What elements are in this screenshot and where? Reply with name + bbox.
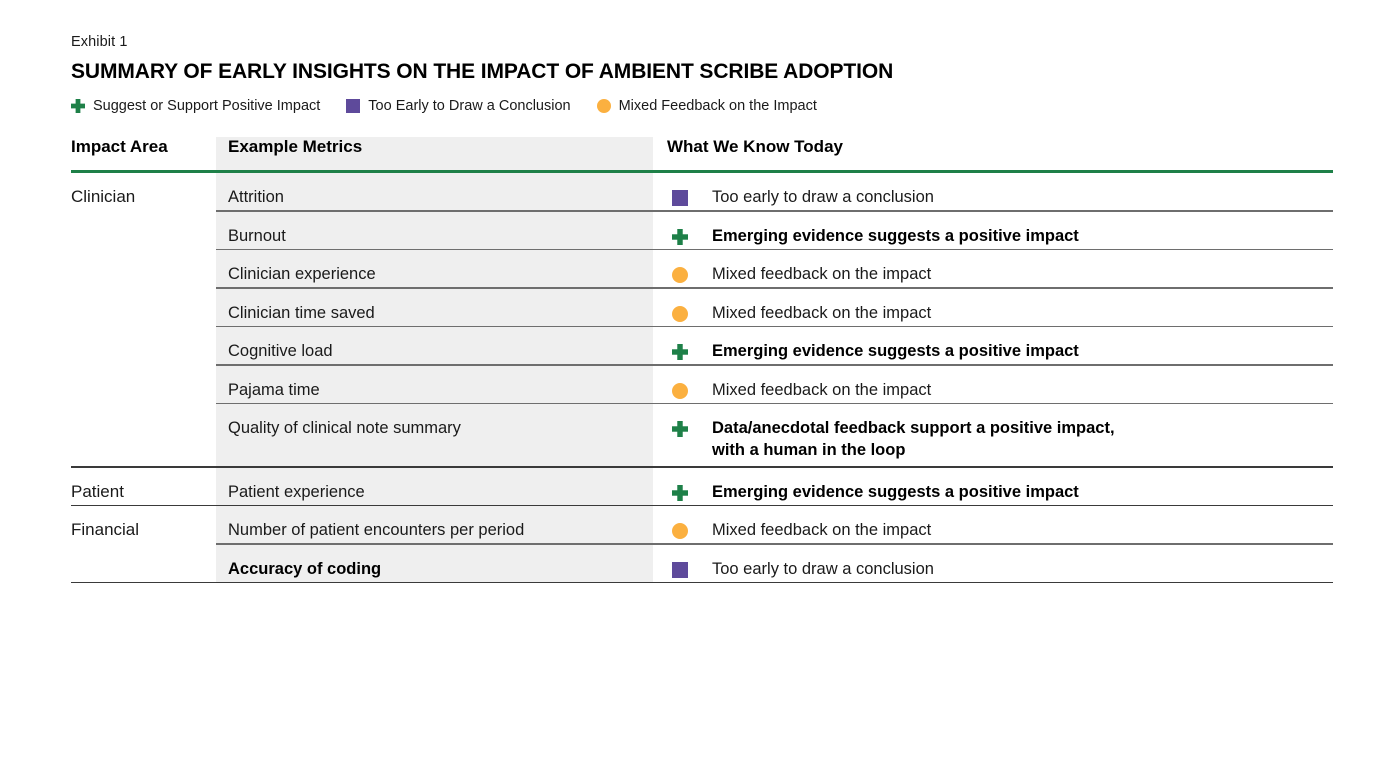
circle-icon (672, 520, 688, 540)
status-text: Emerging evidence suggests a positive im… (712, 482, 1079, 501)
status-text: Mixed feedback on the impact (712, 521, 932, 540)
status-text: Emerging evidence suggests a positive im… (712, 226, 1079, 245)
what-we-know-cell: Mixed feedback on the impact (653, 366, 1333, 402)
example-metric-cell: Pajama time (228, 380, 320, 399)
plus-icon (71, 98, 85, 113)
what-we-know-cell: Mixed feedback on the impact (653, 506, 1333, 542)
plus-icon (672, 341, 688, 361)
legend-item: Too Early to Draw a Conclusion (346, 97, 571, 114)
what-we-know-cell: Emerging evidence suggests a positive im… (653, 468, 1333, 504)
circle-icon (672, 380, 688, 399)
impact-area-cell (71, 366, 216, 380)
row-divider (216, 210, 1333, 212)
plus-icon (672, 226, 688, 245)
impact-area-cell (71, 212, 216, 226)
table-row: Clinician Attrition Too early to draw a co… (71, 173, 1333, 210)
what-we-know-cell: Emerging evidence suggests a positive im… (653, 327, 1333, 363)
table-bottom-border (71, 581, 1333, 584)
section-divider (71, 504, 1333, 507)
insights-table: Impact Area Example Metrics What We Know… (71, 137, 1333, 584)
what-we-know-cell: Too early to draw a conclusion (653, 173, 1333, 209)
example-metric-cell: Cognitive load (228, 342, 333, 361)
table-row: Patient Patient experience Emerging eviden… (71, 468, 1333, 505)
what-we-know-cell: Too early to draw a conclusion (653, 545, 1333, 581)
row-divider (216, 287, 1333, 289)
header-rule (71, 170, 1333, 174)
legend-item-label: Suggest or Support Positive Impact (93, 97, 321, 114)
what-we-know-cell: Mixed feedback on the impact (653, 289, 1333, 325)
table-row: Accuracy of coding Too early to draw a co… (71, 545, 1333, 582)
example-metric-cell: Clinician experience (228, 265, 376, 284)
status-text: Emerging evidence suggests a positive im… (712, 342, 1079, 361)
row-divider (216, 543, 1333, 545)
page-title: SUMMARY OF EARLY INSIGHTS ON THE IMPACT … (71, 60, 894, 84)
square-icon (672, 187, 688, 207)
table-row: Pajama time Mixed feedback on the impact (71, 366, 1333, 403)
row-divider (216, 364, 1333, 366)
plus-icon (672, 418, 688, 438)
status-text: Mixed feedback on the impact (712, 380, 932, 399)
status-text: Too early to draw a conclusion (712, 188, 934, 207)
example-metric-cell: Number of patient encounters per period (228, 521, 525, 540)
status-text: Too early to draw a conclusion (712, 559, 934, 578)
table-header-row: Impact Area Example Metrics What We Know… (71, 137, 1333, 170)
legend-item: Suggest or Support Positive Impact (71, 99, 320, 114)
square-icon (346, 98, 361, 113)
what-we-know-cell: Data/anecdotal feedback support a positi… (653, 404, 1333, 462)
circle-icon (596, 98, 611, 113)
impact-area-cell (71, 250, 216, 264)
legend: Suggest or Support Positive Impact Too Ea… (71, 99, 1333, 114)
column-header-example-metrics: Example Metrics (228, 137, 363, 157)
impact-area-cell (71, 545, 216, 559)
what-we-know-cell: Emerging evidence suggests a positive im… (653, 212, 1333, 248)
table-row: Financial Number of patient encounters pe… (71, 506, 1333, 543)
table-row: Burnout Emerging evidence suggests a posi… (71, 212, 1333, 249)
legend-item-label: Too Early to Draw a Conclusion (368, 97, 571, 114)
example-metric-cell: Quality of clinical note summary (228, 419, 461, 438)
circle-icon (672, 303, 688, 322)
example-metric-cell: Attrition (228, 188, 284, 207)
impact-area-cell: Clinician (71, 187, 136, 207)
table-row: Clinician time saved Mixed feedback on th… (71, 289, 1333, 326)
circle-icon (672, 264, 688, 284)
status-text: Mixed feedback on the impact (712, 303, 932, 322)
impact-area-cell (71, 404, 216, 418)
example-metric-cell: Patient experience (228, 482, 365, 501)
example-metric-cell: Burnout (228, 226, 286, 245)
table-row: Clinician experience Mixed feedback on th… (71, 250, 1333, 287)
impact-area-cell: Financial (71, 520, 140, 540)
impact-area-cell (71, 289, 216, 303)
row-divider (216, 248, 1333, 251)
impact-area-cell: Patient (71, 481, 124, 501)
row-divider (216, 402, 1333, 405)
column-header-what-we-know: What We Know Today (667, 137, 843, 157)
status-text: Mixed feedback on the impact (712, 265, 932, 284)
exhibit-label: Exhibit 1 (71, 34, 128, 50)
table-row: Quality of clinical note summary Data/ane… (71, 404, 1333, 466)
square-icon (672, 559, 688, 578)
status-text-line: with a human in the loop (712, 441, 906, 460)
table-row: Cognitive load Emerging evidence suggests… (71, 327, 1333, 364)
example-metric-cell: Clinician time saved (228, 303, 375, 322)
impact-area-cell (71, 327, 216, 341)
row-divider (216, 325, 1333, 328)
example-metric-cell: Accuracy of coding (228, 559, 382, 578)
section-divider (71, 466, 1333, 468)
legend-item: Mixed Feedback on the Impact (596, 97, 817, 114)
plus-icon (672, 482, 688, 501)
column-header-impact-area: Impact Area (71, 137, 168, 157)
legend-item-label: Mixed Feedback on the Impact (618, 97, 817, 114)
status-text: Data/anecdotal feedback support a positi… (712, 418, 1115, 462)
status-text-line: Data/anecdotal feedback support a positi… (712, 419, 1115, 438)
what-we-know-cell: Mixed feedback on the impact (653, 250, 1333, 286)
